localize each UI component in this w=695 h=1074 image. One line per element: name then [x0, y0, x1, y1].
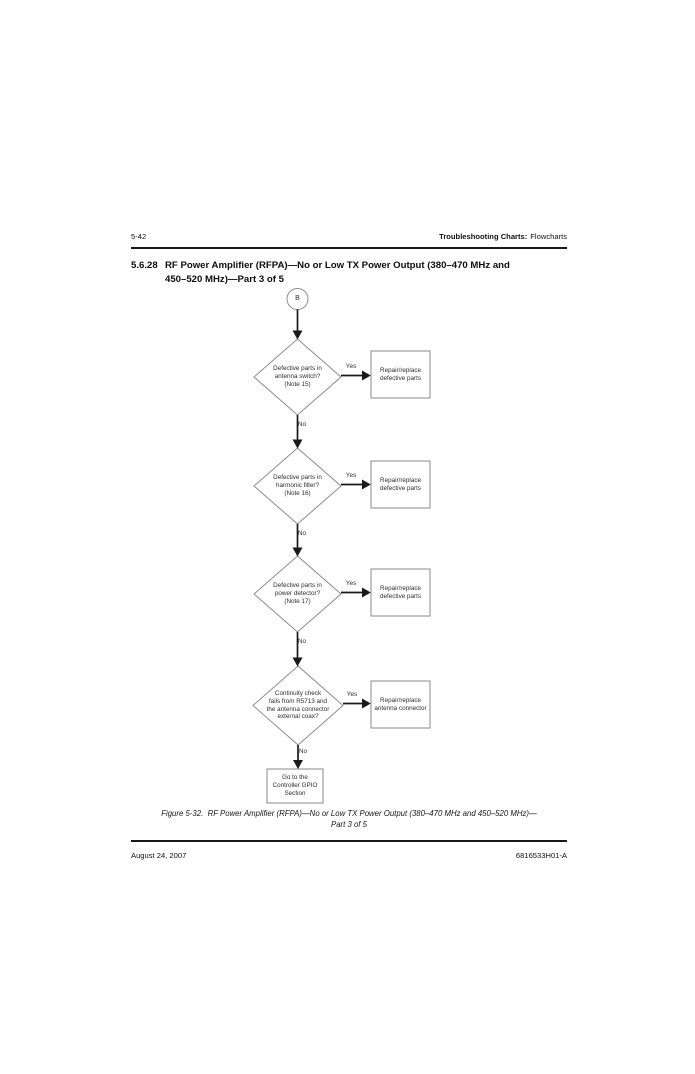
arrowhead-d3-yes: [362, 587, 371, 598]
page-number: 5-42: [131, 232, 147, 241]
arrowhead-d1-to-d2: [292, 439, 303, 449]
action-4-text: Repair/replace antenna connector: [374, 696, 427, 712]
yes-label-1: Yes: [345, 363, 357, 370]
arrowhead-start-to-d1: [292, 330, 303, 340]
footer-doc-number: 6816533H01-A: [515, 851, 567, 860]
arrowhead-d2-yes: [362, 479, 371, 490]
decision-3-text: Defective parts in power detector? (Note…: [273, 582, 322, 605]
yes-label-2: Yes: [345, 472, 357, 479]
process-box-3: [370, 568, 431, 617]
arrowhead-d4-yes: [362, 698, 371, 709]
process-box-4: [370, 680, 431, 729]
start-label: B: [295, 295, 300, 303]
no-label-2: No: [297, 530, 307, 537]
yes-label-4: Yes: [346, 691, 358, 698]
no-label-3: No: [297, 638, 307, 645]
section-title-line2: 450–520 MHz)—Part 3 of 5: [165, 273, 284, 285]
arrowhead-d3-to-d4: [292, 657, 303, 667]
action-3-text: Repair/replace defective parts: [380, 584, 421, 600]
header-section-regular: Flowcharts: [530, 232, 567, 241]
action-1-text: Repair/replace defective parts: [380, 366, 421, 382]
decision-1-text: Defective parts in antenna switch? (Note…: [273, 365, 322, 388]
yes-label-3: Yes: [345, 580, 357, 587]
no-label-4: No: [298, 748, 308, 755]
terminal-text: Go to the Controller GPIO Section: [272, 774, 318, 797]
decision-4-text: Continuity check fails from R5713 and th…: [266, 689, 330, 721]
terminal-box: [266, 768, 324, 804]
header-right: Troubleshooting Charts:Flowcharts: [266, 232, 567, 241]
arrowhead-d2-to-d3: [292, 547, 303, 557]
process-box-2: [370, 460, 431, 509]
arrowhead-d1-yes: [362, 370, 371, 381]
footer-date: August 24, 2007: [131, 851, 187, 860]
header-rule: [131, 247, 567, 249]
section-title-line1: RF Power Amplifier (RFPA)—No or Low TX P…: [165, 260, 510, 271]
no-label-1: No: [297, 420, 307, 428]
section-number: 5.6.28: [131, 260, 158, 271]
figure-caption-line2: Part 3 of 5: [331, 819, 367, 829]
process-box-1: [370, 350, 431, 399]
arrowhead-d4-to-terminal: [293, 760, 303, 769]
figure-caption-line1: Figure 5-32. RF Power Amplifier (RFPA)—N…: [161, 809, 537, 818]
decision-2-text: Defective parts in harmonic filter? (Not…: [273, 474, 322, 497]
footer-rule: [131, 840, 567, 842]
header-section-bold: Troubleshooting Charts:: [439, 232, 528, 241]
action-2-text: Repair/replace defective parts: [380, 476, 421, 492]
